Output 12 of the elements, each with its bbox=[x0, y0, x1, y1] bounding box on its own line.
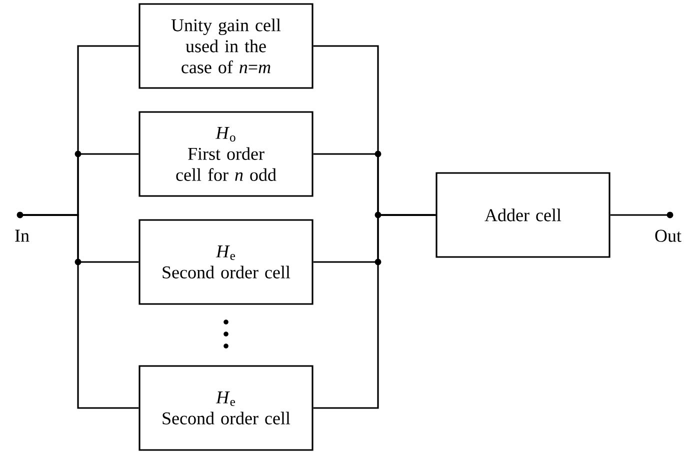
terminal: Out bbox=[655, 212, 682, 242]
cell-box: Unity gain cell used in the case of n=m bbox=[138, 3, 314, 89]
cell-box: H$_{o}$ First order cell for n odd bbox=[138, 111, 314, 197]
connector-line bbox=[313, 214, 436, 409]
node-label: Out bbox=[655, 230, 682, 242]
cell-box: H$_{e}$ Second order cell bbox=[138, 365, 314, 451]
cell-box: H$_{e}$ Second order cell bbox=[138, 219, 314, 305]
node-label: In bbox=[15, 230, 30, 242]
connector-line bbox=[23, 214, 139, 409]
terminal: In bbox=[15, 212, 30, 242]
connector-line bbox=[610, 214, 667, 216]
adder-box: Adder cell bbox=[436, 172, 610, 258]
